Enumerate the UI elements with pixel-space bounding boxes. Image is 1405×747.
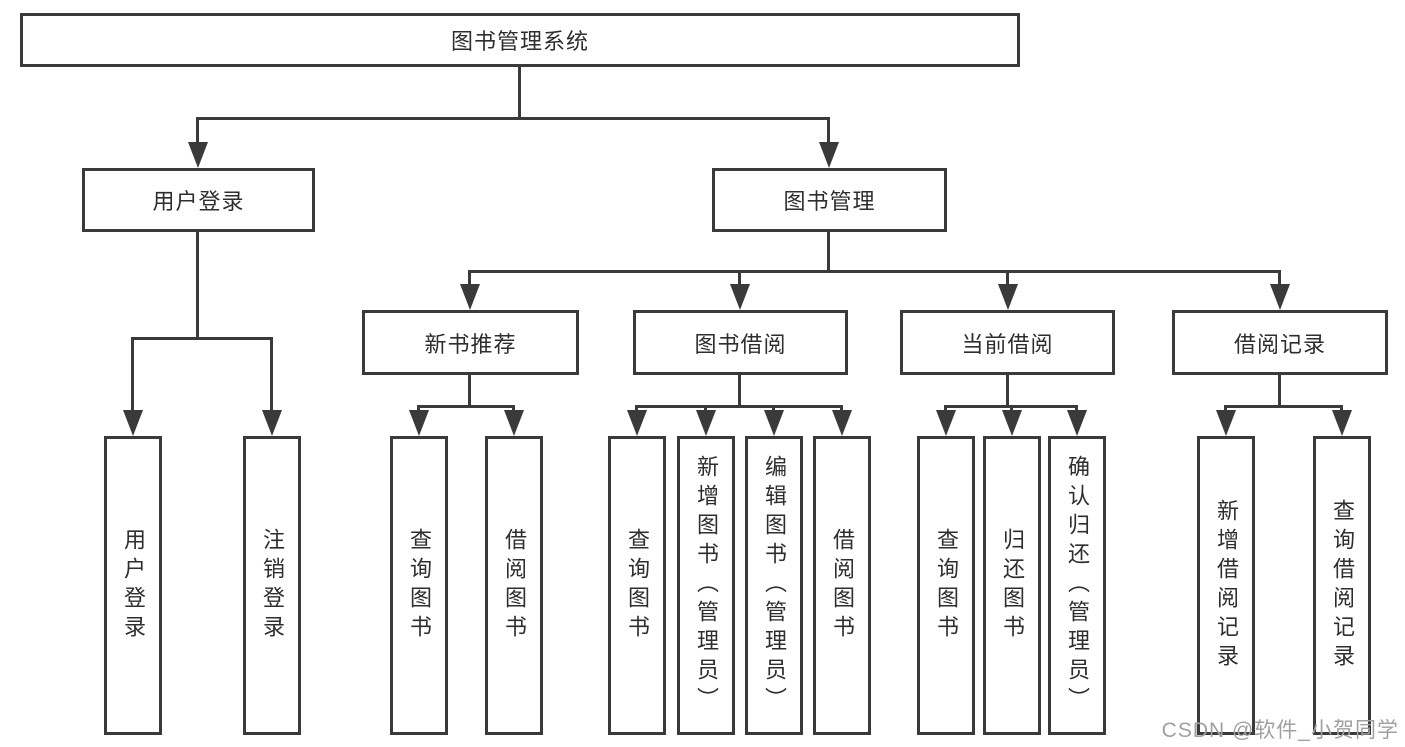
connector-line [1006, 270, 1009, 288]
leaf-confirm-return-admin: 确认归还（管理员） [1048, 436, 1106, 735]
watermark-text: CSDN @软件_小贺同学 [1161, 719, 1399, 742]
leaf-return-books: 归还图书 [983, 436, 1041, 735]
node-label: 注销登录 [260, 527, 285, 644]
node-library-management-system: 图书管理系统 [20, 13, 1020, 67]
connector-line [635, 405, 638, 413]
connector-line [270, 337, 273, 411]
leaf-add-books-admin: 新增图书（管理员） [677, 436, 735, 735]
leaf-query-books-current: 查询图书 [917, 436, 975, 735]
leaf-user-login: 用户登录 [104, 436, 162, 735]
connector-line [131, 337, 273, 340]
node-label: 图书管理系统 [450, 29, 589, 54]
connector-line [131, 337, 134, 411]
node-label: 确认归还（管理员） [1065, 455, 1090, 716]
connector-line [827, 117, 830, 144]
connector-line [772, 405, 775, 413]
node-label: 借阅图书 [502, 527, 527, 644]
connector-line [1224, 405, 1343, 408]
connector-line [1278, 375, 1281, 405]
arrowhead-down-icon [998, 284, 1018, 310]
node-label: 查询图书 [407, 527, 432, 644]
leaf-edit-books-admin: 编辑图书（管理员） [745, 436, 803, 735]
node-label: 借阅图书 [830, 527, 855, 644]
arrowhead-down-icon [936, 410, 956, 436]
connector-line [1010, 405, 1013, 413]
arrowhead-down-icon [1002, 410, 1022, 436]
connector-line [635, 405, 843, 408]
arrowhead-down-icon [409, 410, 429, 436]
arrowhead-down-icon [123, 410, 143, 436]
connector-line [196, 117, 830, 120]
connector-line [704, 405, 707, 413]
connector-line [512, 405, 515, 413]
connector-line [468, 270, 1281, 273]
node-label: 用户登录 [152, 189, 245, 214]
node-label: 新书推荐 [424, 331, 517, 357]
arrowhead-down-icon [460, 284, 480, 310]
leaf-query-books-borrowing: 查询图书 [608, 436, 666, 735]
connector-line [738, 375, 741, 405]
node-book-borrowing: 图书借阅 [633, 310, 848, 375]
node-new-book-recommendation: 新书推荐 [362, 310, 579, 375]
node-current-borrowing: 当前借阅 [900, 310, 1115, 375]
node-label: 查询图书 [934, 527, 959, 644]
leaf-query-books-recommend: 查询图书 [390, 436, 448, 735]
arrowhead-down-icon [188, 142, 208, 168]
node-user-login: 用户登录 [82, 168, 315, 232]
arrowhead-down-icon [1216, 410, 1236, 436]
node-borrowing-records: 借阅记录 [1172, 310, 1388, 375]
arrowhead-down-icon [730, 284, 750, 310]
connector-line [944, 405, 947, 413]
connector-line [827, 232, 830, 270]
connector-line [468, 375, 471, 405]
node-label: 编辑图书（管理员） [762, 455, 787, 716]
connector-line [196, 117, 199, 144]
connector-line [417, 405, 515, 408]
leaf-borrow-books-recommend: 借阅图书 [485, 436, 543, 735]
connector-line [840, 405, 843, 413]
arrowhead-down-icon [819, 142, 839, 168]
node-book-management: 图书管理 [712, 168, 947, 232]
arrowhead-down-icon [696, 410, 716, 436]
connector-line [468, 270, 471, 288]
arrowhead-down-icon [262, 410, 282, 436]
arrowhead-down-icon [504, 410, 524, 436]
connector-line [1224, 405, 1227, 413]
node-label: 新增借阅记录 [1214, 498, 1239, 673]
connector-line [738, 270, 741, 288]
node-label: 借阅记录 [1233, 331, 1326, 357]
arrowhead-down-icon [1332, 410, 1352, 436]
connector-line [1340, 405, 1343, 413]
arrowhead-down-icon [1067, 410, 1087, 436]
connector-line [1278, 270, 1281, 288]
connector-line [1006, 375, 1009, 405]
node-label: 图书管理 [783, 189, 876, 214]
arrowhead-down-icon [627, 410, 647, 436]
node-label: 当前借阅 [961, 331, 1054, 357]
node-label: 查询图书 [625, 527, 650, 644]
node-label: 用户登录 [121, 527, 146, 644]
node-label: 归还图书 [1000, 527, 1025, 644]
leaf-borrow-books-borrowing: 借阅图书 [813, 436, 871, 735]
connector-line [1075, 405, 1078, 413]
arrowhead-down-icon [832, 410, 852, 436]
node-label: 图书借阅 [694, 331, 787, 357]
node-label: 新增图书（管理员） [694, 455, 719, 716]
arrowhead-down-icon [1270, 284, 1290, 310]
connector-line [518, 67, 521, 117]
connector-line [417, 405, 420, 413]
node-label: 查询借阅记录 [1330, 498, 1355, 673]
connector-line [196, 232, 199, 337]
arrowhead-down-icon [764, 410, 784, 436]
leaf-add-borrow-record: 新增借阅记录 [1197, 436, 1255, 735]
leaf-query-borrow-record: 查询借阅记录 [1313, 436, 1371, 735]
leaf-logout-login: 注销登录 [243, 436, 301, 735]
